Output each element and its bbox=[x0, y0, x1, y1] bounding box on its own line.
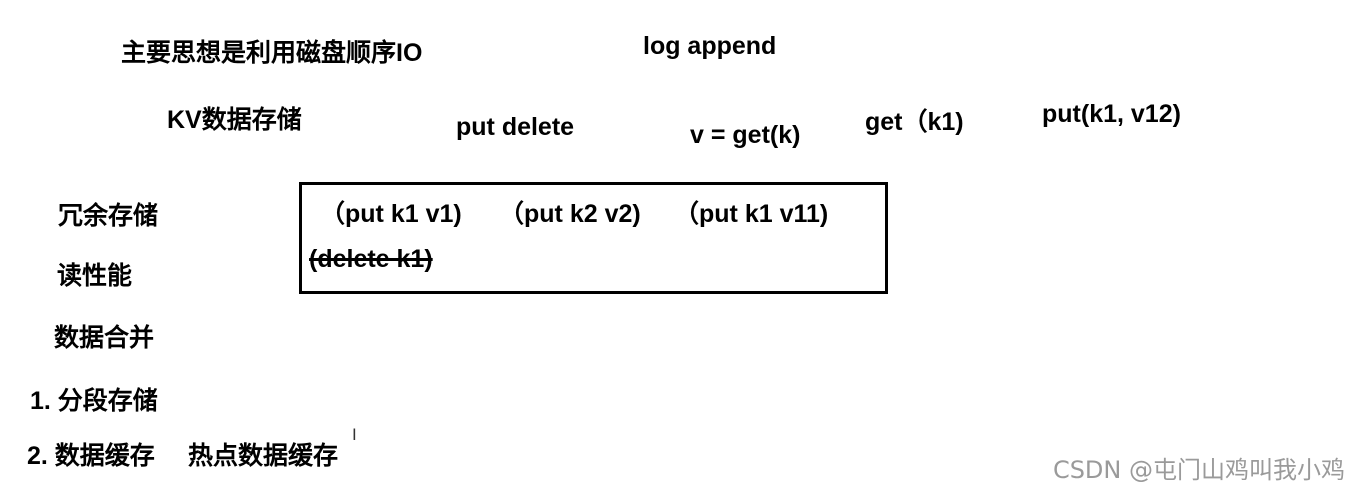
get-k1-note: get（k1) bbox=[865, 108, 964, 136]
log-append-note: log append bbox=[643, 32, 777, 60]
put-k1-v12-note: put(k1, v12) bbox=[1042, 100, 1181, 128]
kv-storage-note: KV数据存储 bbox=[167, 106, 302, 134]
read-performance-note: 读性能 bbox=[57, 262, 133, 290]
text-cursor-icon: I bbox=[352, 425, 357, 444]
v-get-note: v = get(k) bbox=[690, 121, 801, 149]
redundant-storage-note: 冗余存储 bbox=[58, 202, 159, 230]
log-entry-delete-k1: (delete k1) bbox=[309, 245, 433, 273]
log-box: （put k1 v1) （put k2 v2) （put k1 v11) (de… bbox=[299, 182, 888, 294]
data-merge-note: 数据合并 bbox=[54, 324, 155, 352]
data-cache-note: 2. 数据缓存 bbox=[27, 442, 155, 470]
log-entry-put-k1-v1: （put k1 v1) bbox=[320, 200, 462, 228]
log-entry-put-k2-v2: （put k2 v2) bbox=[499, 200, 641, 228]
watermark: CSDN @屯门山鸡叫我小鸡 bbox=[1052, 456, 1345, 484]
main-idea-note: 主要思想是利用磁盘顺序IO bbox=[121, 39, 423, 67]
log-entry-put-k1-v11: （put k1 v11) bbox=[674, 200, 829, 228]
put-delete-note: put delete bbox=[456, 113, 575, 141]
hot-data-cache-note: 热点数据缓存 bbox=[188, 442, 339, 470]
segment-storage-note: 1. 分段存储 bbox=[30, 387, 158, 415]
